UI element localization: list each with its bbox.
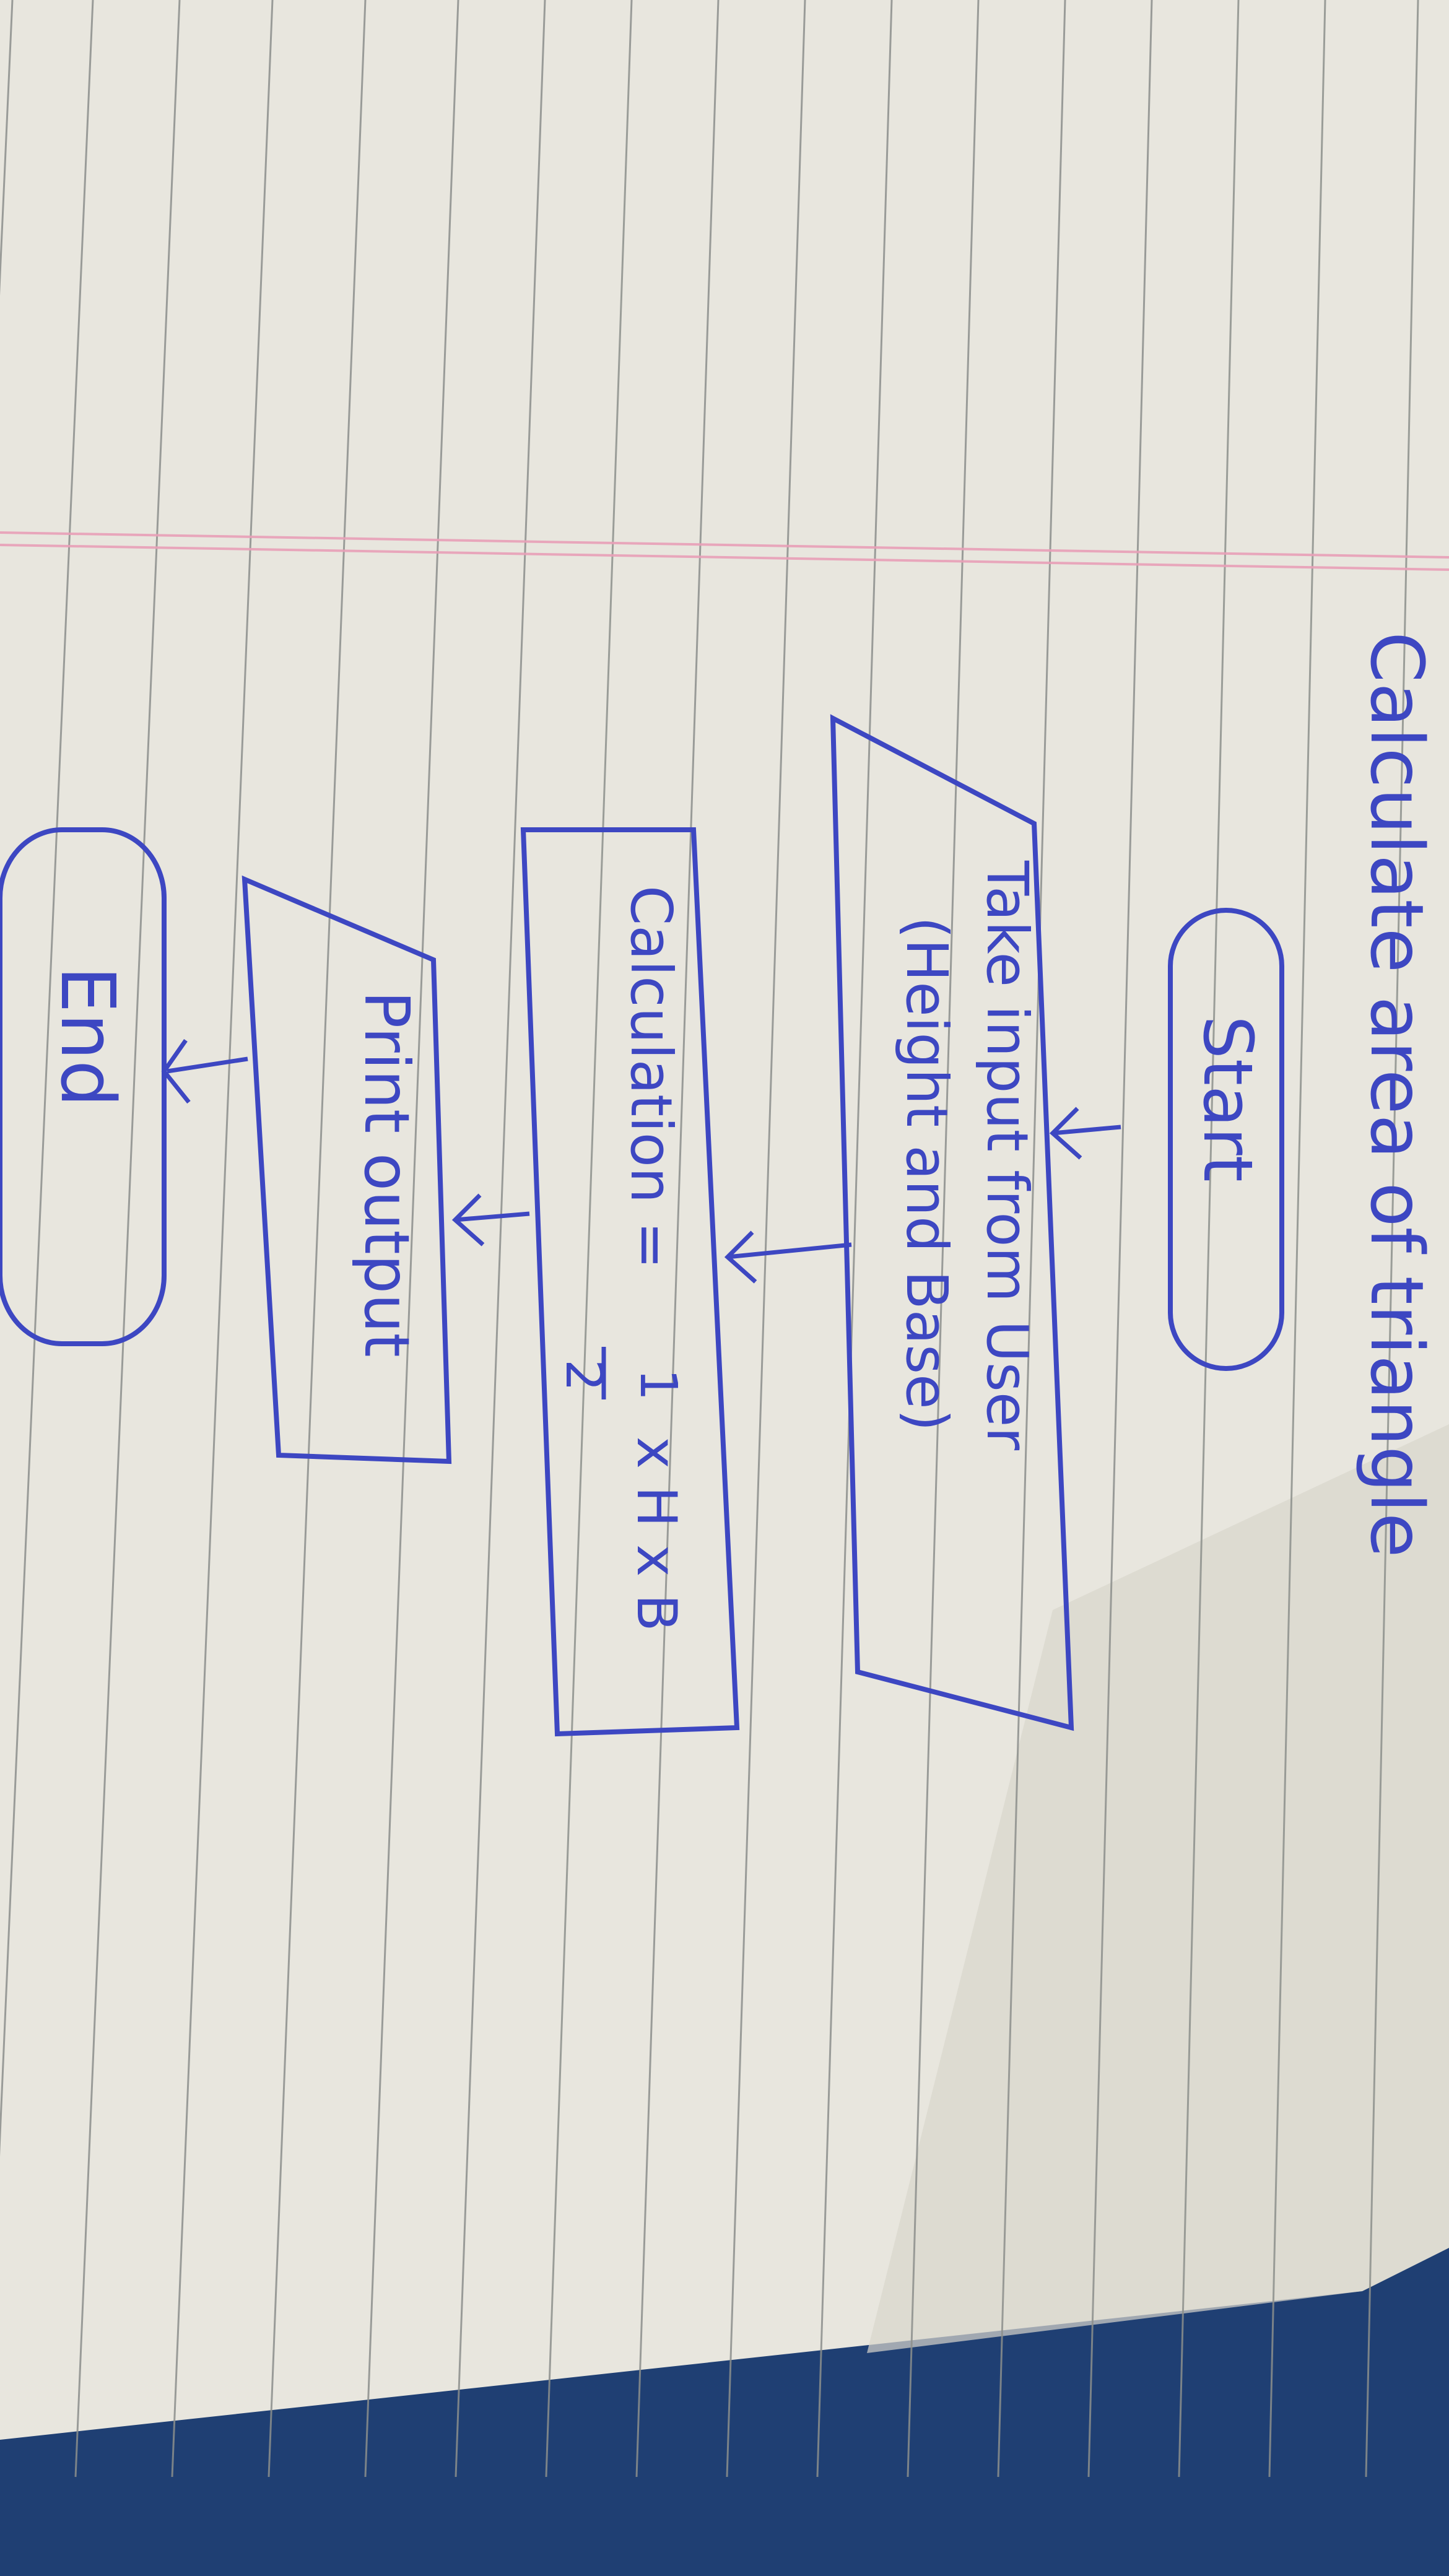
calc-label-suffix: x H x B [625, 1437, 689, 1632]
input-parallelogram-shape [830, 714, 1074, 1731]
calc-label-prefix: Calculation = [618, 886, 684, 1269]
ruled-line [816, 0, 893, 2478]
ruled-line [635, 0, 720, 2478]
input-label-line1: Take input from User [974, 860, 1040, 1450]
ruled-line [171, 0, 274, 2478]
ruled-line [1178, 0, 1240, 2478]
calc-rectangle-shape [520, 827, 740, 1737]
node-calc: Calculation = 1 2 x H x B [520, 827, 740, 1737]
end-terminator-shape [0, 827, 167, 1346]
ruled-line [0, 0, 94, 2157]
ruled-line [1365, 0, 1419, 2478]
ruled-line [907, 0, 980, 2478]
start-label: Start [1188, 1016, 1268, 1182]
calc-fraction-num: 1 [629, 1368, 687, 1401]
ruled-line [1087, 0, 1153, 2478]
ruled-line [726, 0, 806, 2478]
output-parallelogram-shape [242, 875, 452, 1464]
page-shadow [867, 1424, 1449, 2353]
edge-calc-output [451, 1193, 530, 1247]
end-label: End [44, 966, 130, 1107]
diagram-title: Calculate area of triangle [1354, 632, 1440, 1557]
input-label-line2: (Height and Base) [894, 916, 960, 1432]
ruled-line [1268, 0, 1326, 2478]
flowchart: Calculate area of triangle Start Take in… [0, 632, 1440, 1737]
ruled-line [545, 0, 633, 2478]
node-end: End [0, 827, 167, 1346]
margin-line [0, 531, 1449, 571]
ruled-line [74, 0, 181, 2478]
ruled-line [997, 0, 1066, 2478]
output-label: Print output [350, 991, 423, 1357]
ruled-line [455, 0, 546, 2478]
start-terminator-shape [1168, 908, 1284, 1371]
ruled-line [364, 0, 459, 2478]
node-start: Start [1168, 908, 1284, 1371]
ruled-line [268, 0, 367, 2478]
edge-start-input [1049, 1107, 1121, 1160]
calc-fraction-den: 2 [554, 1359, 613, 1391]
node-output: Print output [242, 875, 452, 1464]
edge-input-calc [724, 1230, 852, 1284]
ruled-lines [0, 0, 1419, 2478]
node-input: Take input from User (Height and Base) [830, 714, 1074, 1731]
